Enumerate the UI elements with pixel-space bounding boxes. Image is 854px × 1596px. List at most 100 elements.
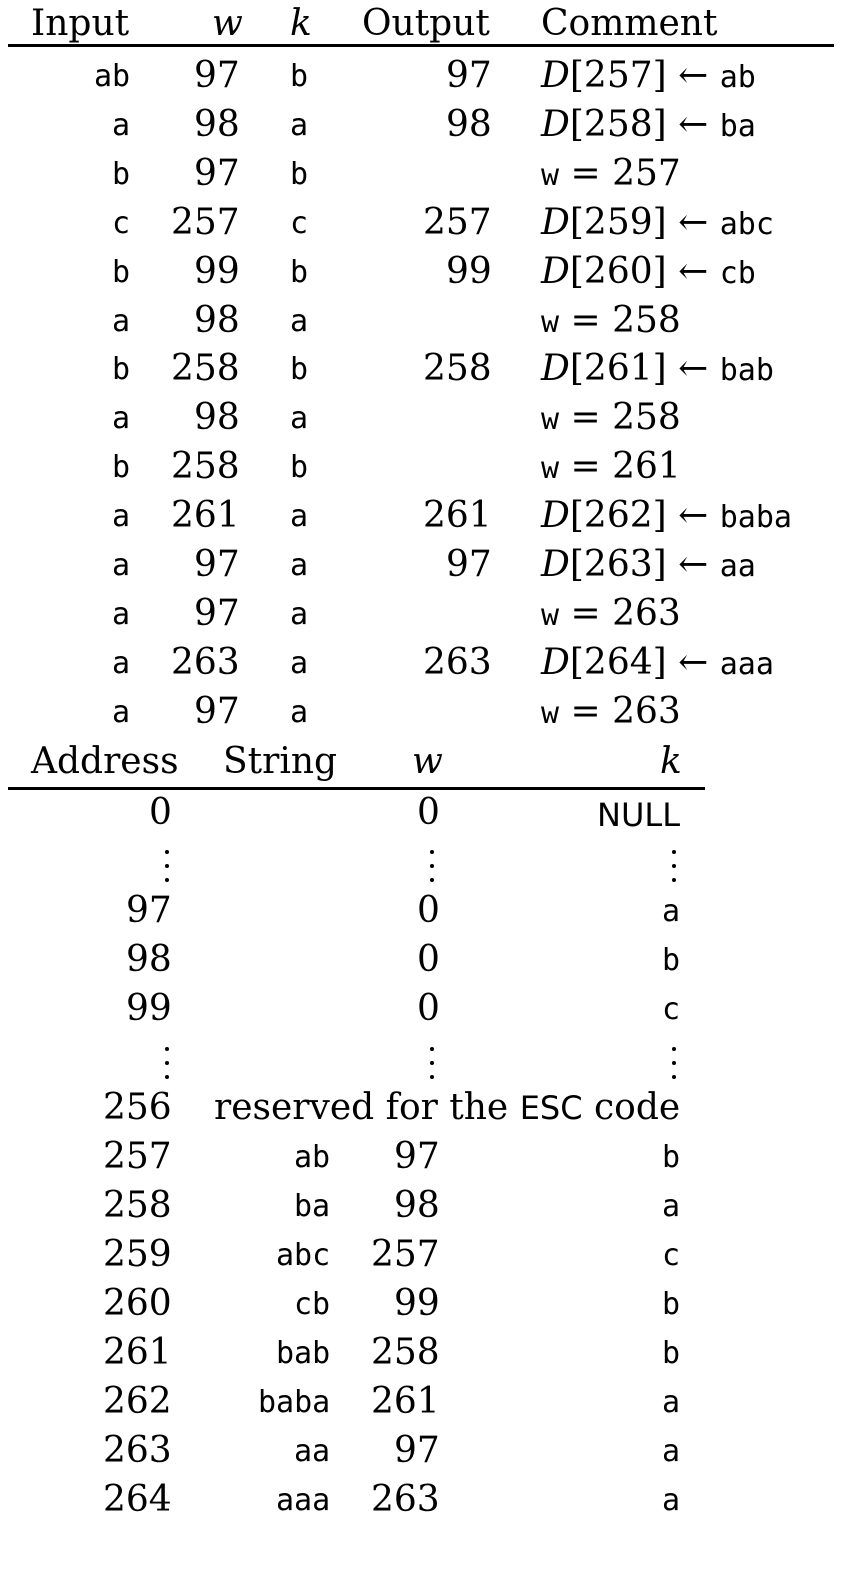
dict-symbol: D bbox=[541, 348, 570, 389]
string-cell: aaa bbox=[276, 1483, 331, 1518]
w-cell: 97 bbox=[194, 691, 240, 732]
equals-sign: = bbox=[559, 691, 613, 732]
address-cell: 258 bbox=[103, 1185, 172, 1226]
address-ellipsis bbox=[162, 850, 172, 892]
dict-symbol: D bbox=[541, 495, 570, 536]
w-cell: 261 bbox=[171, 495, 240, 536]
comment-cell: D[258] ← ba bbox=[541, 107, 756, 143]
header-w: w bbox=[212, 3, 243, 44]
w-cell: 263 bbox=[171, 642, 240, 683]
dict-symbol: D bbox=[541, 544, 570, 585]
output-cell: 98 bbox=[446, 104, 492, 145]
k-cell: NULL bbox=[597, 796, 681, 834]
dict-string: bab bbox=[719, 353, 774, 388]
string-cell: aa bbox=[294, 1434, 331, 1469]
k-cell: c bbox=[662, 992, 681, 1027]
comment-cell: D[261] ← bab bbox=[541, 351, 774, 387]
dict-index: [258] bbox=[569, 104, 667, 145]
string-cell: cb bbox=[294, 1287, 331, 1322]
w-variable: w bbox=[541, 598, 560, 633]
dict-index: [260] bbox=[569, 251, 667, 292]
dict-symbol: D bbox=[541, 251, 570, 292]
k-cell: a bbox=[290, 108, 309, 143]
w-cell: 97 bbox=[194, 153, 240, 194]
header-dict-w: w bbox=[412, 741, 443, 782]
equals-sign: = bbox=[559, 593, 613, 634]
w-cell: 98 bbox=[194, 397, 240, 438]
w-variable: w bbox=[541, 696, 560, 731]
w-cell: 0 bbox=[417, 988, 440, 1029]
header-string: String bbox=[223, 741, 338, 782]
w-value: 258 bbox=[612, 300, 681, 341]
input-cell: b bbox=[112, 450, 131, 485]
header-comment: Comment bbox=[541, 3, 718, 44]
assign-arrow: ← bbox=[666, 251, 720, 292]
k-cell: b bbox=[290, 450, 309, 485]
dict-string: ba bbox=[719, 109, 756, 144]
w-cell: 99 bbox=[394, 1283, 440, 1324]
assign-arrow: ← bbox=[666, 104, 720, 145]
assign-arrow: ← bbox=[666, 544, 720, 585]
comment-cell: w = 261 bbox=[541, 449, 681, 485]
string-cell: bab bbox=[276, 1336, 331, 1371]
k-cell: a bbox=[290, 499, 309, 534]
header-input: Input bbox=[31, 3, 130, 44]
k-cell: a bbox=[662, 1434, 681, 1469]
header-output: Output bbox=[362, 3, 490, 44]
string-cell: ab bbox=[294, 1140, 331, 1175]
dict-string: cb bbox=[719, 256, 756, 291]
w-ellipsis bbox=[427, 850, 437, 892]
w-cell: 98 bbox=[394, 1185, 440, 1226]
w-cell: 0 bbox=[417, 939, 440, 980]
k-ellipsis bbox=[669, 850, 679, 892]
dict-symbol: D bbox=[541, 642, 570, 683]
header-dict-k: k bbox=[660, 741, 682, 782]
assign-arrow: ← bbox=[666, 348, 720, 389]
w-cell: 99 bbox=[194, 251, 240, 292]
address-cell: 262 bbox=[103, 1381, 172, 1422]
equals-sign: = bbox=[559, 300, 613, 341]
comment-cell: D[262] ← baba bbox=[541, 498, 792, 534]
w-value: 261 bbox=[612, 446, 681, 487]
k-cell: c bbox=[290, 206, 309, 241]
address-cell: 0 bbox=[149, 792, 172, 833]
address-cell: 260 bbox=[103, 1283, 172, 1324]
w-value: 263 bbox=[612, 691, 681, 732]
esc-code: ESC bbox=[519, 1089, 583, 1127]
dict-string: aaa bbox=[719, 647, 774, 682]
w-value: 258 bbox=[612, 397, 681, 438]
address-cell: 264 bbox=[103, 1479, 172, 1520]
input-cell: b bbox=[112, 157, 131, 192]
comment-cell: D[263] ← aa bbox=[541, 547, 756, 583]
k-cell: b bbox=[290, 352, 309, 387]
w-cell: 97 bbox=[194, 593, 240, 634]
k-cell: a bbox=[662, 1189, 681, 1224]
comment-cell: w = 258 bbox=[541, 303, 681, 339]
reserved-text: reserved for the bbox=[214, 1087, 520, 1128]
input-cell: a bbox=[112, 108, 131, 143]
k-cell: b bbox=[290, 59, 309, 94]
k-cell: a bbox=[662, 894, 681, 929]
input-cell: a bbox=[112, 597, 131, 632]
w-cell: 0 bbox=[417, 890, 440, 931]
dict-index: [257] bbox=[569, 55, 667, 96]
dict-symbol: D bbox=[541, 55, 570, 96]
assign-arrow: ← bbox=[666, 642, 720, 683]
w-variable: w bbox=[541, 158, 560, 193]
w-value: 257 bbox=[612, 153, 681, 194]
input-cell: a bbox=[112, 499, 131, 534]
input-cell: a bbox=[112, 695, 131, 730]
k-cell: a bbox=[290, 548, 309, 583]
dictionary-header-rule bbox=[8, 787, 705, 790]
comment-cell: w = 258 bbox=[541, 400, 681, 436]
k-cell: b bbox=[662, 943, 681, 978]
w-cell: 263 bbox=[371, 1479, 440, 1520]
k-cell: b bbox=[662, 1336, 681, 1371]
output-cell: 261 bbox=[423, 495, 492, 536]
k-cell: a bbox=[662, 1385, 681, 1420]
w-cell: 258 bbox=[371, 1332, 440, 1373]
dict-symbol: D bbox=[541, 104, 570, 145]
input-cell: a bbox=[112, 548, 131, 583]
output-cell: 97 bbox=[446, 55, 492, 96]
k-cell: c bbox=[662, 1238, 681, 1273]
